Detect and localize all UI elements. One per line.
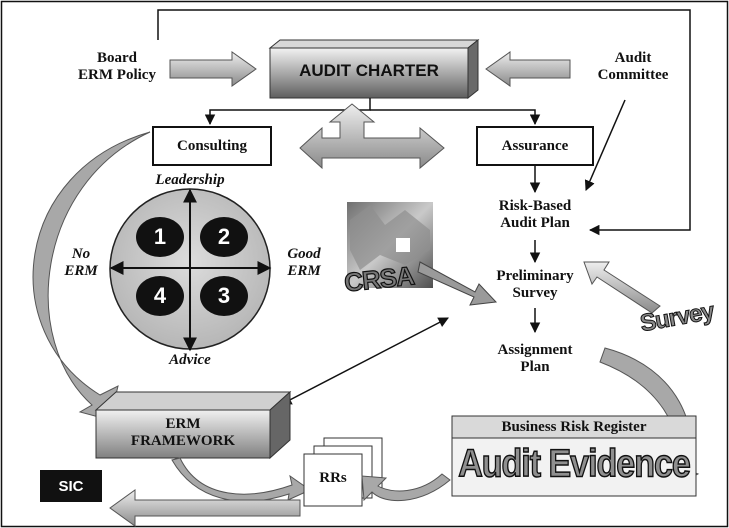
rrs-to-sic-arrow (109, 489, 301, 527)
board-erm-policy-label: Board ERM Policy (78, 50, 156, 83)
preliminary-survey-label: Preliminary Survey (496, 268, 574, 301)
quadrant-1-disc (136, 217, 184, 257)
framework-survey-link (281, 317, 449, 405)
audit-charter-title: AUDIT CHARTER (299, 61, 439, 80)
quadrant-2-number: 2 (217, 224, 231, 249)
erm-framework-label: ERM FRAMEWORK (130, 416, 236, 449)
crsa-to-survey-arrow (417, 261, 498, 306)
assurance-box: Assurance (476, 126, 594, 166)
advice-label: Advice (169, 352, 211, 368)
consulting-box: Consulting (152, 126, 272, 166)
erm-framework-box (95, 409, 271, 459)
audit-committee-label: Audit Committee (597, 50, 669, 83)
four-way-arrow (299, 103, 445, 170)
assignment-plan-label: Assignment Plan (497, 342, 573, 375)
no-erm-label: No ERM (64, 246, 98, 279)
rr-doc-front (303, 453, 363, 507)
quadrant-1-number: 1 (153, 224, 167, 249)
quadrant-3-number: 3 (217, 283, 231, 308)
committee-to-charter-arrow (485, 51, 571, 87)
risk-based-audit-plan-label: Risk-Based Audit Plan (498, 198, 572, 231)
leadership-label: Leadership (155, 172, 225, 188)
rrs-label: RRs (319, 470, 347, 486)
good-erm-label: Good ERM (287, 246, 321, 279)
quadrant-4-disc (136, 276, 184, 316)
sic-label: SIC (58, 478, 84, 495)
audit-charter-box (269, 47, 469, 99)
sic-box (40, 470, 102, 502)
audit-evidence-label: Audit Evidence (458, 441, 692, 486)
quadrant-4-number: 4 (153, 283, 167, 308)
feedback-loop-line (157, 9, 691, 236)
business-risk-register-title: Business Risk Register (501, 419, 647, 435)
quadrant-3-disc (200, 276, 248, 316)
survey-arrow (583, 261, 661, 314)
quadrant-2-disc (200, 217, 248, 257)
board-to-charter-arrow (169, 51, 257, 87)
